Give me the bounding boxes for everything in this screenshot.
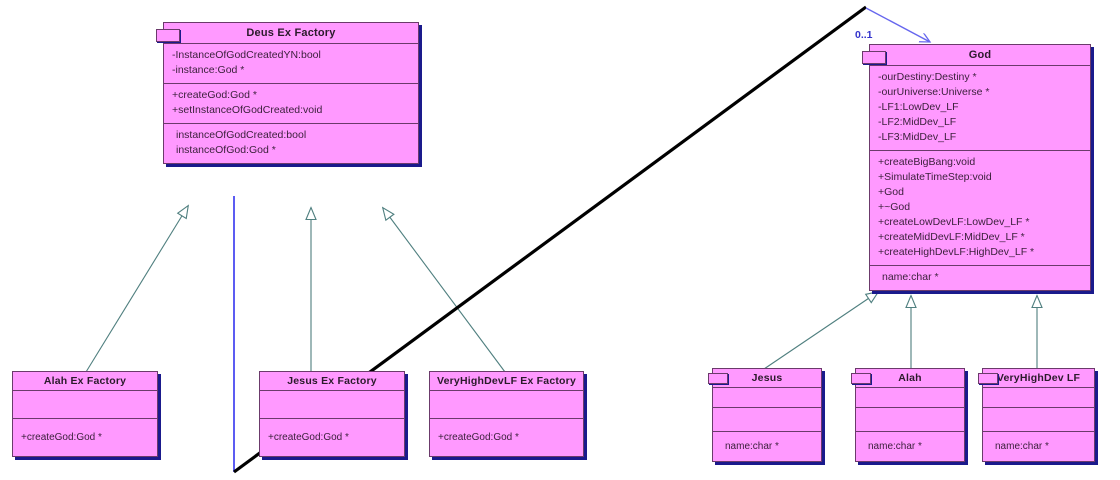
class-tab-icon — [978, 373, 998, 384]
attributes-compartment-jesusexfactory — [260, 390, 404, 418]
attribute-item: -ourUniverse:Universe * — [878, 86, 990, 98]
operation-item: +createLowDevLF:LowDev_LF * — [878, 216, 1030, 228]
operations-compartment-jesus — [713, 407, 821, 431]
extra-item: name:char * — [868, 441, 922, 452]
attribute-item: -ourDestiny:Destiny * — [878, 71, 977, 83]
operation-item: +createBigBang:void — [878, 156, 976, 168]
operation-item: +SimulateTimeStep:void — [878, 171, 992, 183]
extras-compartment-deus: instanceOfGodCreated:bool instanceOfGod:… — [164, 123, 418, 163]
operation-item: +createGod:God * — [172, 89, 257, 101]
extra-item: instanceOfGodCreated:bool — [176, 129, 307, 141]
operation-item: +createHighDevLF:HighDev_LF * — [878, 246, 1035, 258]
operations-compartment-jesusexfactory: +createGod:God * — [260, 418, 404, 456]
operation-item: +God — [878, 186, 904, 198]
attributes-compartment-alah — [856, 387, 964, 407]
association-arrow-to-god — [865, 7, 930, 42]
extras-compartment-veryhighdevlf: name:char * — [983, 431, 1094, 461]
attributes-compartment-deus: -InstanceOfGodCreatedYN:bool -instance:G… — [164, 43, 418, 83]
extra-item: name:char * — [725, 441, 779, 452]
class-title-veryhighdevlf-ex-factory: VeryHighDevLF Ex Factory — [436, 375, 576, 387]
extras-compartment-god: name:char * — [870, 265, 1090, 290]
attributes-compartment-alahexfactory — [13, 390, 157, 418]
operations-compartment-veryhighdevlf — [983, 407, 1094, 431]
attributes-compartment-jesus — [713, 387, 821, 407]
operations-compartment-alahexfactory: +createGod:God * — [13, 418, 157, 456]
class-tab-icon — [156, 29, 180, 42]
operation-item: +setInstanceOfGodCreated:void — [172, 104, 323, 116]
class-title-alah: Alah — [898, 372, 922, 384]
operations-compartment-alah — [856, 407, 964, 431]
class-box-alah-ex-factory[interactable]: Alah Ex Factory +createGod:God * — [12, 371, 158, 457]
class-tab-icon — [862, 51, 886, 64]
attribute-item: -LF2:MidDev_LF — [878, 116, 957, 128]
operation-item: +createGod:God * — [438, 432, 519, 443]
attributes-compartment-vhdlfexfactory — [430, 390, 583, 418]
extra-item: name:char * — [882, 271, 939, 283]
attribute-item: -InstanceOfGodCreatedYN:bool — [172, 49, 321, 61]
operations-compartment-vhdlfexfactory: +createGod:God * — [430, 418, 583, 456]
attribute-item: -instance:God * — [172, 64, 245, 76]
class-title-deus-ex-factory: Deus Ex Factory — [246, 27, 336, 39]
class-tab-icon — [708, 373, 728, 384]
operation-item: +createMidDevLF:MidDev_LF * — [878, 231, 1025, 243]
class-box-alah[interactable]: Alah name:char * — [851, 368, 965, 462]
class-box-jesus[interactable]: Jesus name:char * — [708, 368, 822, 462]
inheritance-veryhighdevlfexfactory-to-deus — [383, 208, 506, 373]
class-box-jesus-ex-factory[interactable]: Jesus Ex Factory +createGod:God * — [259, 371, 405, 457]
operations-compartment-deus: +createGod:God * +setInstanceOfGodCreate… — [164, 83, 418, 123]
class-box-veryhighdevlf-ex-factory[interactable]: VeryHighDevLF Ex Factory +createGod:God … — [429, 371, 584, 457]
attributes-compartment-god: -ourDestiny:Destiny * -ourUniverse:Unive… — [870, 65, 1090, 150]
operation-item: +createGod:God * — [268, 432, 349, 443]
class-tab-icon — [851, 373, 871, 384]
extra-item: instanceOfGod:God * — [176, 144, 276, 156]
operations-compartment-god: +createBigBang:void +SimulateTimeStep:vo… — [870, 150, 1090, 265]
class-title-veryhighdev-lf: VeryHighDev LF — [996, 372, 1081, 384]
inheritance-jesus-to-god — [763, 292, 878, 370]
class-title-jesus: Jesus — [751, 372, 783, 384]
class-title-alah-ex-factory: Alah Ex Factory — [43, 375, 127, 387]
class-box-deus-ex-factory[interactable]: Deus Ex Factory -InstanceOfGodCreatedYN:… — [156, 22, 419, 164]
extras-compartment-jesus: name:char * — [713, 431, 821, 461]
class-title-god: God — [968, 49, 992, 61]
attribute-item: -LF3:MidDev_LF — [878, 131, 957, 143]
operation-item: +createGod:God * — [21, 432, 102, 443]
operation-item: +~God — [878, 201, 911, 213]
class-box-god[interactable]: God -ourDestiny:Destiny * -ourUniverse:U… — [862, 44, 1091, 291]
attribute-item: -LF1:LowDev_LF — [878, 101, 959, 113]
class-box-veryhighdev-lf[interactable]: VeryHighDev LF name:char * — [978, 368, 1095, 462]
extra-item: name:char * — [995, 441, 1049, 452]
association-multiplicity-label: 0..1 — [855, 29, 873, 41]
inheritance-alahexfactory-to-deus — [85, 206, 188, 373]
attributes-compartment-veryhighdevlf — [983, 387, 1094, 407]
extras-compartment-alah: name:char * — [856, 431, 964, 461]
class-title-jesus-ex-factory: Jesus Ex Factory — [287, 375, 377, 387]
